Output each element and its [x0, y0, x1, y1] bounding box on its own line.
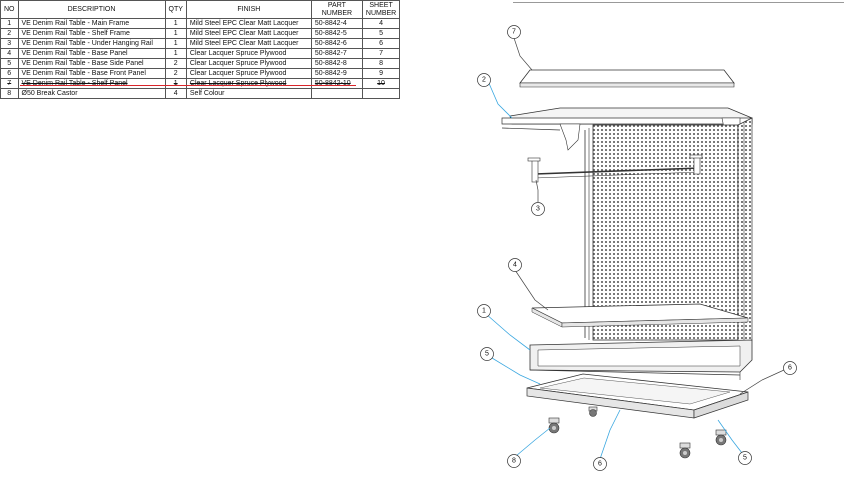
- callout-6-front: 6: [593, 457, 607, 471]
- under-hanging-rail-part: [527, 154, 703, 183]
- table-row: 1 VE Denim Rail Table - Main Frame 1 Mil…: [0, 18, 401, 29]
- svg-text:4: 4: [513, 262, 517, 269]
- shelf-frame-part: [501, 107, 753, 151]
- svg-text:5: 5: [743, 455, 747, 462]
- svg-text:5: 5: [485, 351, 489, 358]
- callout-3: 3: [531, 202, 545, 216]
- title-block-border: [513, 2, 844, 3]
- svg-text:3: 3: [536, 206, 540, 213]
- table-row: 5 VE Denim Rail Table - Base Side Panel …: [0, 58, 401, 69]
- castor-back-left: [588, 406, 598, 417]
- table-row: 2 VE Denim Rail Table - Shelf Frame 1 Mi…: [0, 28, 401, 39]
- header-qty: QTY: [164, 0, 187, 19]
- callout-5-left: 5: [480, 347, 494, 361]
- row-sheet-number: [361, 88, 401, 99]
- svg-text:6: 6: [598, 461, 602, 468]
- svg-text:6: 6: [788, 365, 792, 372]
- callout-5-right: 5: [738, 451, 752, 465]
- callout-4: 4: [508, 258, 522, 272]
- leader-lines: [485, 37, 785, 460]
- row-qty: 4: [164, 88, 187, 99]
- shelf-panel-part: [519, 69, 735, 88]
- callout-6-right: 6: [783, 361, 797, 375]
- revision-strike-line: [20, 85, 356, 86]
- base-tray-part: [526, 373, 749, 419]
- callout-7: 7: [507, 25, 521, 39]
- svg-text:2: 2: [482, 77, 486, 84]
- castor-front-right: [679, 442, 691, 459]
- castor-front-left: [548, 417, 560, 434]
- svg-text:1: 1: [482, 308, 486, 315]
- castor-back-right: [715, 429, 727, 446]
- table-row: 8 Ø50 Break Castor 4 Self Colour: [0, 88, 401, 99]
- perforated-back-panel: [592, 124, 739, 341]
- castor-part: [548, 406, 727, 459]
- callout-1: 1: [477, 304, 491, 318]
- svg-text:7: 7: [512, 29, 516, 36]
- callout-2: 2: [477, 73, 491, 87]
- svg-text:8: 8: [512, 458, 516, 465]
- callout-8: 8: [507, 454, 521, 468]
- base-panel-part: [531, 303, 749, 328]
- main-frame-part: [529, 117, 753, 380]
